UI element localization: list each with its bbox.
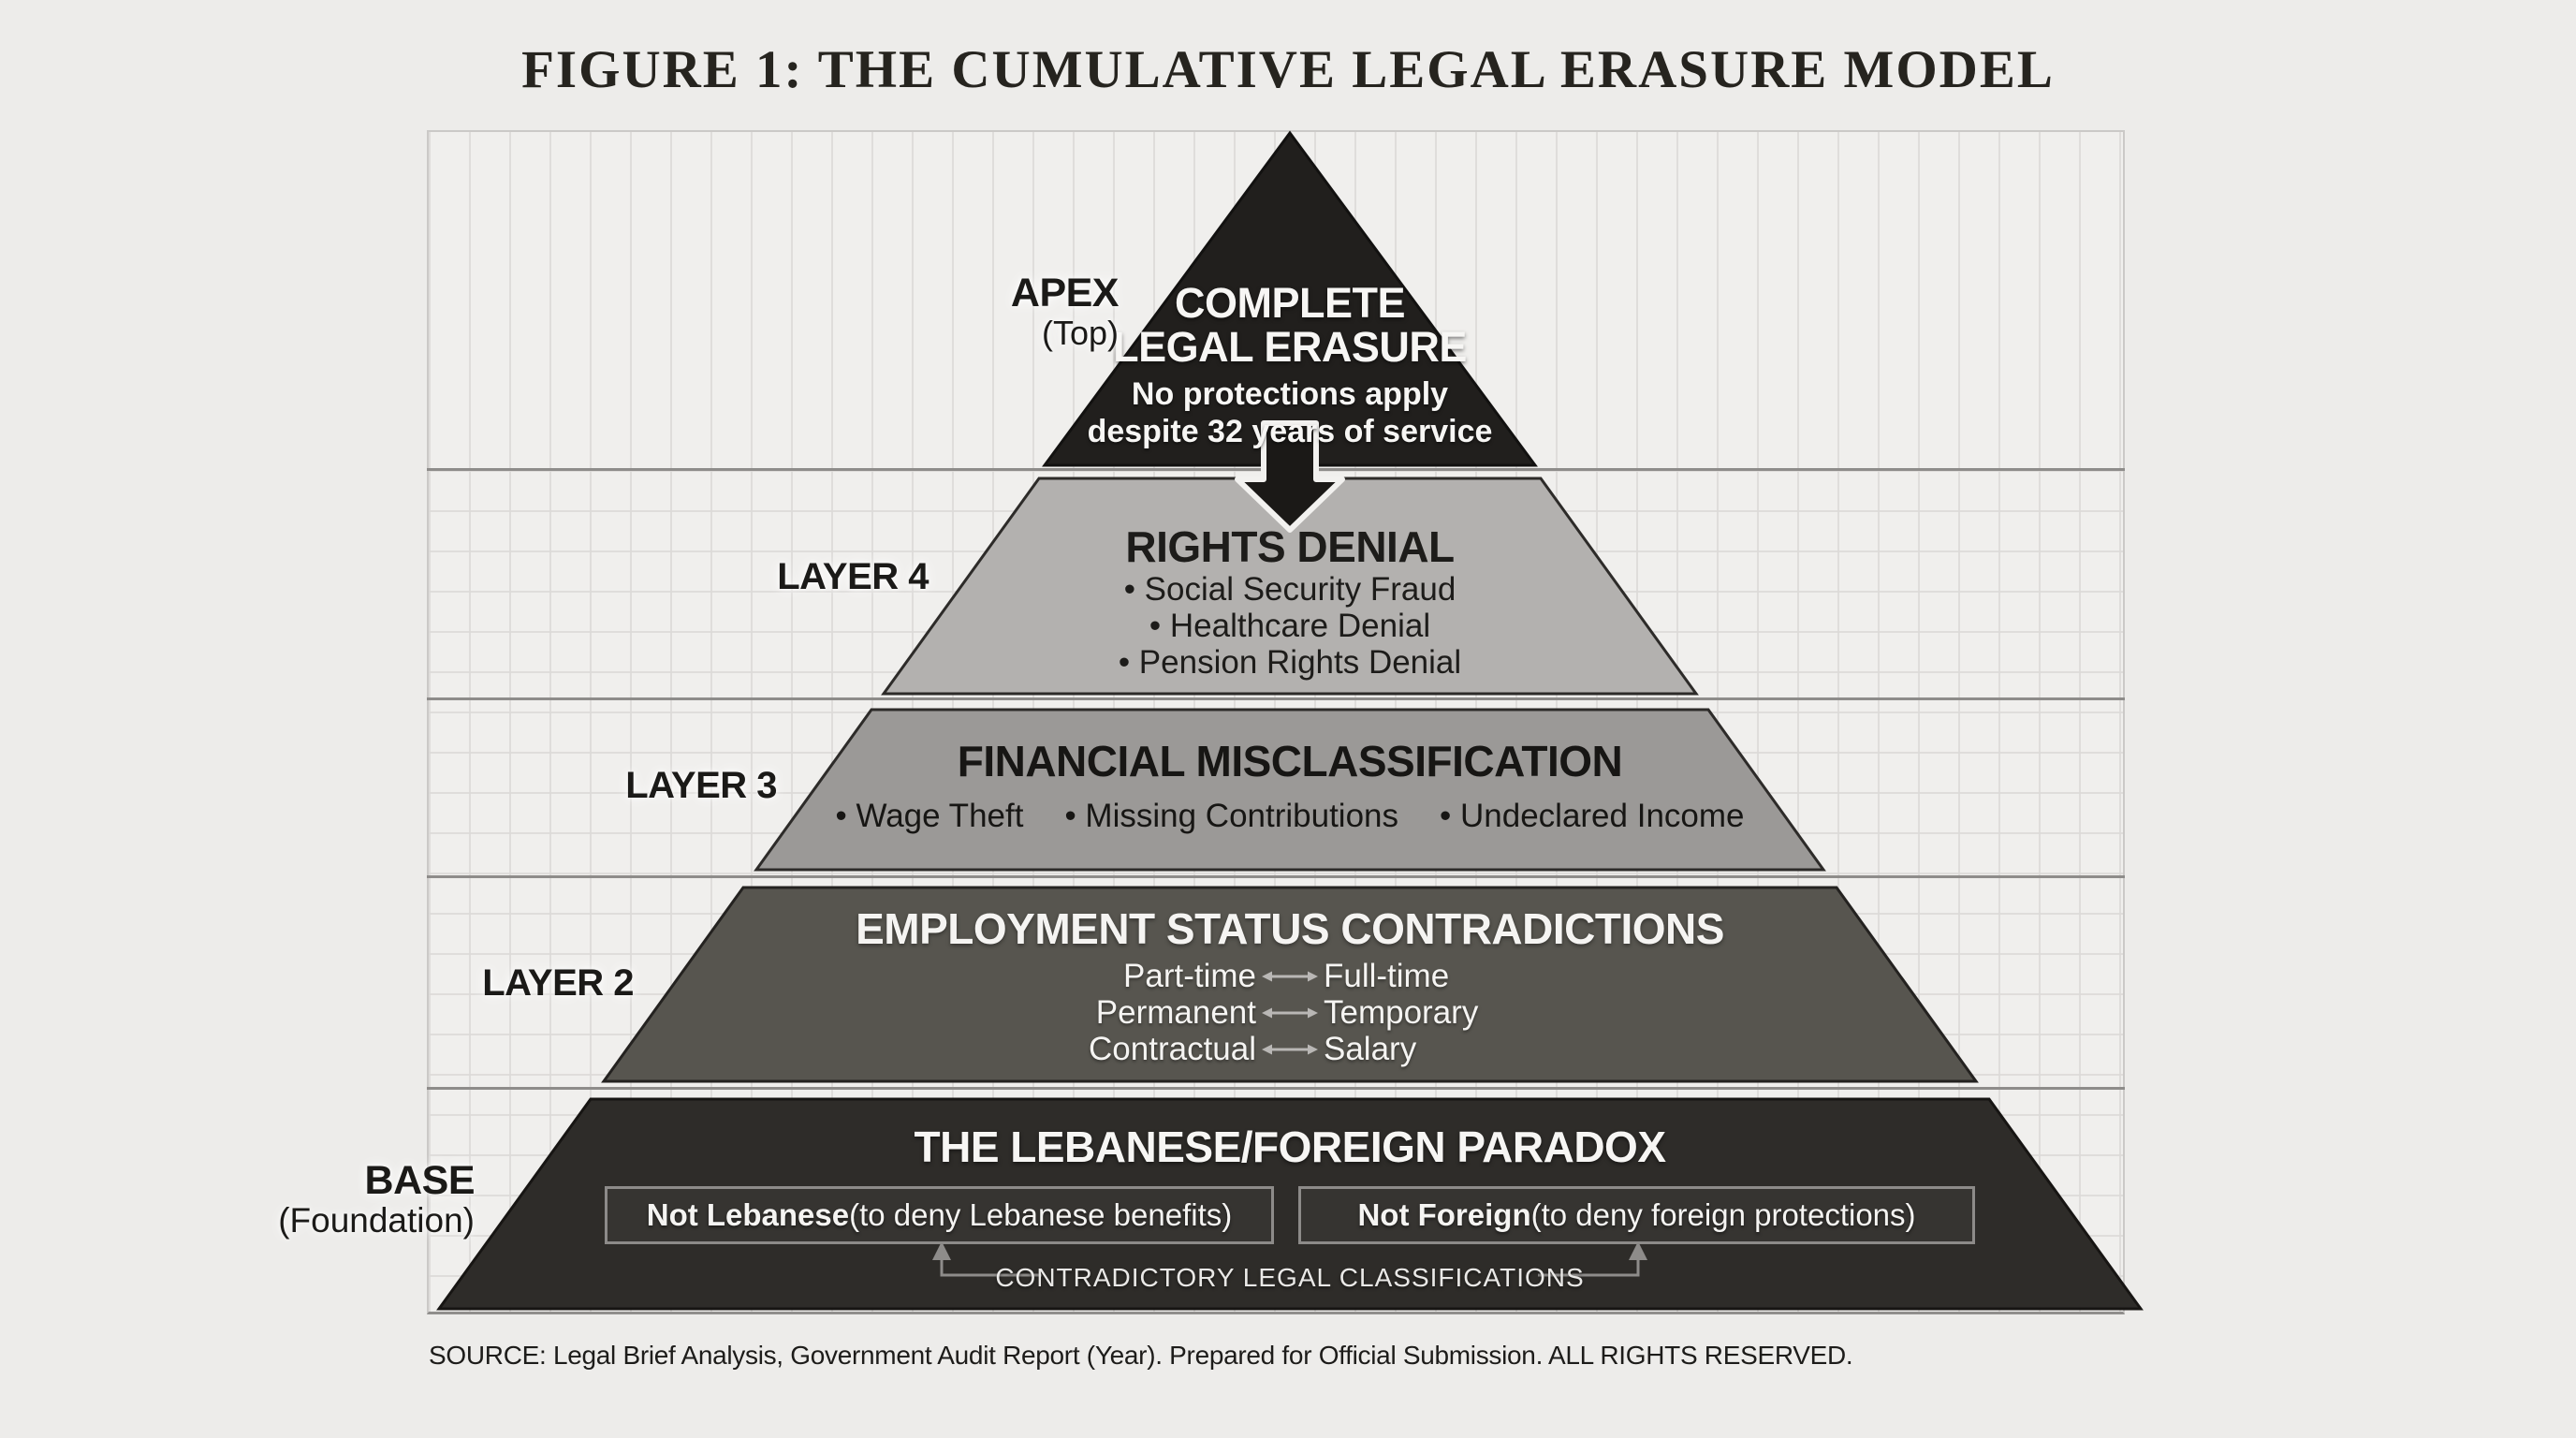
base-side-label: BASE (Foundation)	[201, 1160, 475, 1240]
box-right-bold-text: Not Foreign	[1357, 1197, 1531, 1232]
up-arrow-icon-right	[1629, 1241, 1647, 1260]
pair-right: Temporary	[1324, 994, 1479, 1031]
layer2-title: EMPLOYMENT STATUS CONTRADICTIONS	[856, 904, 1724, 953]
pair-left: Contractual	[1089, 1031, 1256, 1067]
double-arrow-icon	[1256, 1005, 1324, 1021]
double-arrow-icon	[1256, 968, 1324, 985]
layer2-pair-row: Permanent Temporary	[728, 994, 1852, 1031]
box-left-rest-text: (to deny Lebanese benefits)	[849, 1197, 1233, 1232]
layer4-bullet: • Pension Rights Denial	[1118, 644, 1462, 681]
layer4-bullet: • Social Security Fraud	[1123, 571, 1456, 608]
layer2-trapezoid	[601, 886, 1979, 1083]
base-label-subtext: (Foundation)	[278, 1201, 475, 1240]
layer2-content: EMPLOYMENT STATUS CONTRADICTIONS Part-ti…	[728, 904, 1852, 1067]
pair-left: Permanent	[1095, 994, 1256, 1031]
base-trapezoid	[436, 1097, 2144, 1311]
layer3-bullet: • Undeclared Income	[1440, 798, 1745, 834]
layer2-pair-row: Contractual Salary	[728, 1031, 1852, 1067]
layer3-title: FINANCIAL MISCLASSIFICATION	[957, 737, 1623, 785]
apex-label-subtext: (Top)	[1041, 314, 1119, 352]
connector-left-line	[940, 1255, 1042, 1277]
box-right-rest-text: (to deny foreign protections)	[1530, 1197, 1916, 1232]
layer3-side-label: LAYER 3	[625, 765, 777, 806]
apex-title-line1: COMPLETE	[1174, 279, 1406, 327]
apex-side-label: APEX (Top)	[847, 271, 1120, 353]
up-arrow-icon-left	[932, 1241, 951, 1260]
pair-right: Salary	[1324, 1031, 1417, 1067]
figure-title: FIGURE 1: THE CUMULATIVE LEGAL ERASURE M…	[521, 40, 2055, 99]
apex-title-line2: LEGAL ERASURE	[1113, 323, 1467, 371]
layer3-trapezoid	[754, 708, 1826, 872]
box-left-bold-text: Not Lebanese	[646, 1197, 850, 1232]
apex-label-text: APEX	[1010, 271, 1120, 315]
apex-subtitle-line1: No protections apply	[1131, 376, 1449, 412]
layer4-bullet: • Healthcare Denial	[1149, 608, 1431, 644]
source-note: SOURCE: Legal Brief Analysis, Government…	[429, 1341, 1853, 1370]
layer-boundary-line-3-2	[427, 875, 2125, 878]
connector-right-line	[1538, 1255, 1640, 1277]
pair-right: Full-time	[1324, 958, 1450, 994]
contradiction-connector	[932, 1241, 1647, 1277]
layer4-side-label: LAYER 4	[777, 556, 929, 597]
layer3-bullet: • Missing Contributions	[1064, 798, 1399, 834]
pair-left: Part-time	[1123, 958, 1256, 994]
base-label-text: BASE	[364, 1158, 476, 1203]
layer2-side-label: LAYER 2	[482, 962, 634, 1004]
base-title: THE LEBANESE/FOREIGN PARADOX	[914, 1123, 1667, 1171]
downward-arrow-icon	[1235, 420, 1345, 533]
base-caption: CONTRADICTORY LEGAL CLASSIFICATIONS	[995, 1263, 1585, 1292]
base-box-not-lebanese: Not Lebanese (to deny Lebanese benefits)	[605, 1186, 1274, 1244]
layer4-trapezoid	[881, 477, 1699, 696]
layer4-content: RIGHTS DENIAL • Social Security Fraud • …	[897, 522, 1683, 681]
double-arrow-icon	[1256, 1041, 1324, 1058]
layer2-pair-row: Part-time Full-time	[728, 958, 1852, 994]
layer-boundary-line-4-3	[427, 697, 2125, 700]
layer-boundary-line-2-base	[427, 1087, 2125, 1090]
apex-content: COMPLETE LEGAL ERASURE No protections ap…	[1009, 281, 1571, 450]
layer3-bullet: • Wage Theft	[835, 798, 1024, 834]
layer4-title: RIGHTS DENIAL	[1125, 522, 1455, 571]
base-box-not-foreign: Not Foreign (to deny foreign protections…	[1298, 1186, 1975, 1244]
apex-subtitle-line2: despite 32 years of service	[1087, 414, 1493, 449]
layer3-content: FINANCIAL MISCLASSIFICATION • Wage Theft…	[822, 736, 1758, 835]
